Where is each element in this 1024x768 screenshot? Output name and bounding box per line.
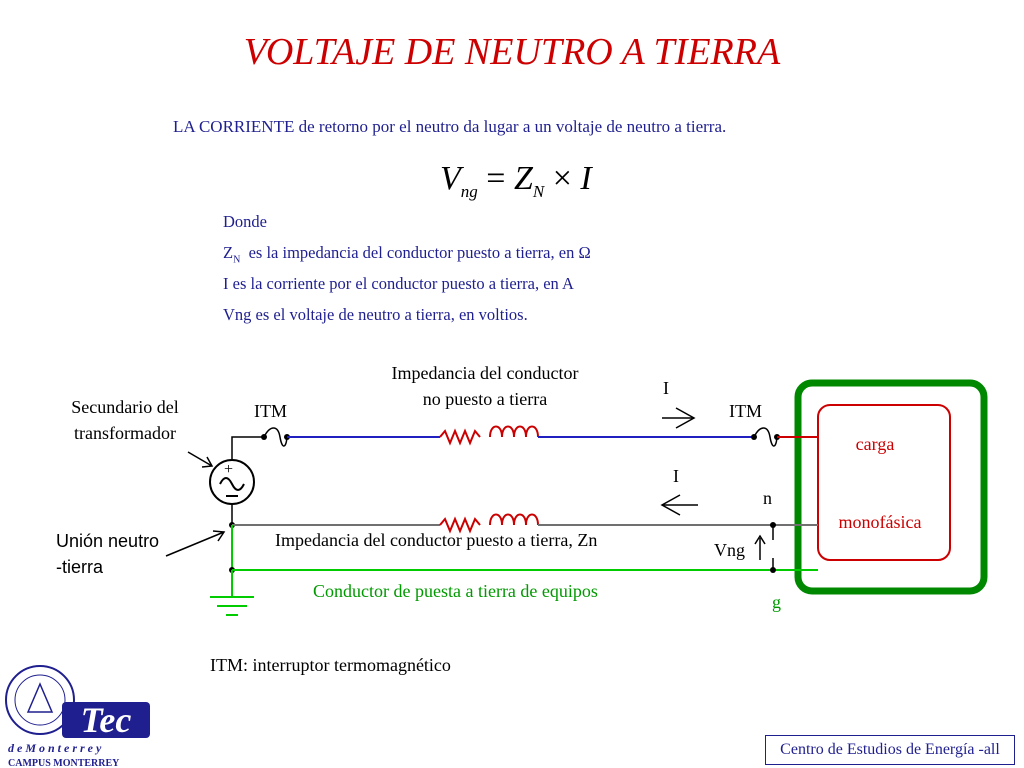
union-label-1: Unión neutro (56, 531, 159, 551)
monofasica-label: monofásica (839, 512, 922, 532)
formula-v-sub: ng (460, 181, 478, 201)
def-zn-symbol: Z (223, 243, 234, 262)
impedance-top-label-1: Impedancia del conductor (392, 363, 579, 383)
def-donde: Donde (223, 212, 267, 231)
carga-label: carga (856, 434, 895, 454)
def-i: I es la corriente por el conductor puest… (223, 274, 574, 293)
formula-z-sub: N (532, 181, 545, 201)
current-bottom-label: I (673, 466, 679, 486)
itm-right-symbol (753, 427, 778, 447)
formula-equals: = (486, 160, 506, 197)
logo-tec: Tec (81, 700, 132, 740)
union-pointer-head (212, 530, 226, 542)
source-plus: + (224, 461, 233, 478)
secundario-label-1: Secundario del (71, 397, 178, 417)
n-label: n (763, 488, 772, 508)
ground-conductor-label: Conductor de puesta a tierra de equipos (313, 581, 598, 601)
logo-tec-plate (62, 702, 150, 738)
slide-title: VOLTAJE DE NEUTRO A TIERRA (243, 31, 781, 73)
footer-box: Centro de Estudios de Energía -all (765, 735, 1015, 765)
current-arrow-bottom-head (660, 494, 681, 516)
itm-left-symbol (263, 427, 288, 447)
formula-times: × (552, 160, 572, 197)
neutral-resistor (439, 516, 481, 534)
formula-i: I (580, 160, 592, 197)
vng-label: Vng (714, 540, 745, 560)
phase-inductor (489, 425, 539, 438)
logo-seal-emblem (26, 682, 54, 713)
def-zn-text: es la impedancia del conductor puesto a … (248, 243, 591, 262)
load-box (817, 404, 951, 561)
vng-arrow-head (754, 534, 766, 545)
formula: Vng = ZN × I (440, 160, 592, 202)
def-vng: Vng es el voltaje de neutro a tierra, en… (223, 305, 528, 324)
g-label: g (772, 592, 781, 612)
union-label-2: -tierra (56, 557, 104, 577)
secundario-pointer-head (201, 456, 214, 468)
logo-seal-inner (14, 674, 66, 726)
secundario-pointer (187, 451, 213, 467)
union-pointer (165, 531, 225, 557)
logo-de-monterrey: d e M o n t e r r e y (8, 741, 102, 755)
source-wave (219, 477, 245, 491)
formula-z: Z (513, 160, 533, 197)
load-frame (794, 379, 988, 595)
current-arrow-top-head (675, 407, 696, 429)
def-zn-sub: N (233, 254, 241, 266)
itm-right-label: ITM (729, 401, 762, 421)
phase-resistor (439, 428, 481, 446)
def-zn: ZN es la impedancia del conductor puesto… (223, 243, 591, 265)
intro-text: LA CORRIENTE de retorno por el neutro da… (173, 117, 727, 136)
logo-campus: CAMPUS MONTERREY (8, 758, 120, 768)
neutral-inductor (489, 513, 539, 526)
impedance-bottom-label: Impedancia del conductor puesto a tierra… (275, 530, 597, 550)
tec-logo: Tec d e M o n t e r r e y CAMPUS MONTERR… (5, 665, 150, 768)
logo-seal-outer (5, 665, 75, 735)
impedance-top-label-2: no puesto a tierra (423, 389, 547, 409)
formula-v: V (440, 160, 461, 197)
itm-left-label: ITM (254, 401, 287, 421)
secundario-label-2: transformador (74, 423, 176, 443)
current-top-label: I (663, 378, 669, 398)
itm-note: ITM: interruptor termomagnético (210, 655, 451, 675)
